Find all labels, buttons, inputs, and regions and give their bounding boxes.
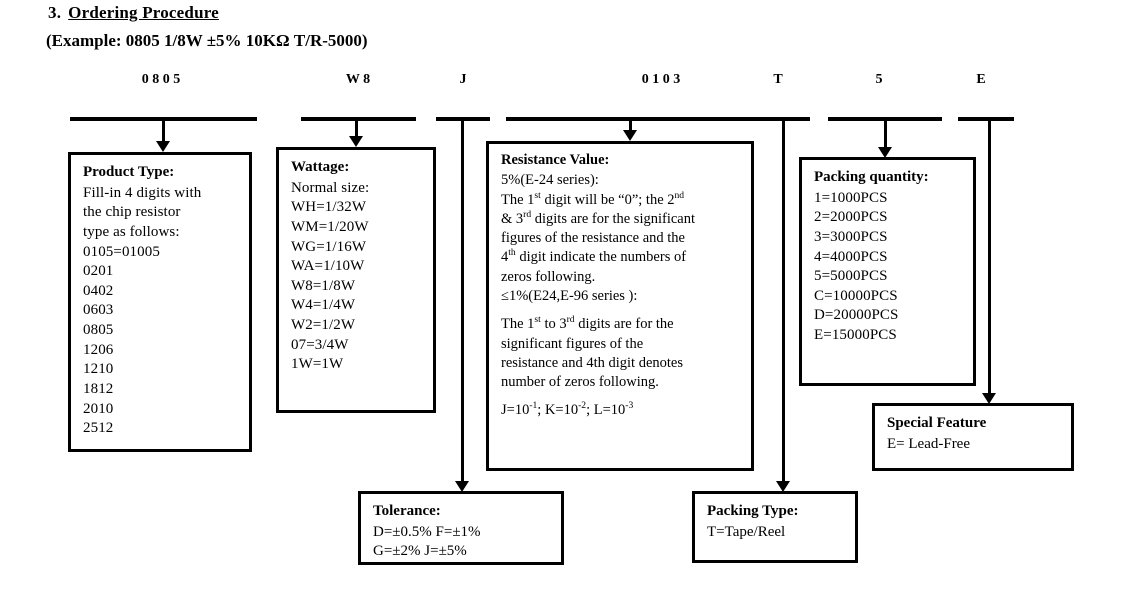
code-group-wattage: W 8 <box>345 72 371 87</box>
wattage-line: Normal size: <box>291 179 370 196</box>
resistance-line: zeros following. <box>501 268 596 285</box>
code-group-product-type: 0 8 0 5 <box>141 72 181 87</box>
product-type-line: 1206 <box>83 341 114 358</box>
box-resistance-header: Resistance Value: <box>501 152 610 168</box>
box-tolerance-header: Tolerance: <box>373 503 441 519</box>
box-product-type-header: Product Type: <box>83 164 175 180</box>
box-wattage-header: Wattage: <box>291 159 350 175</box>
product-type-line: 0603 <box>83 302 114 319</box>
box-packing-type-header: Packing Type: <box>707 503 799 519</box>
product-type-line: 0201 <box>83 263 114 280</box>
resistance-line: significant figures of the <box>501 335 644 352</box>
box-tolerance: Tolerance: D=±0.5% F=±1% G=±2% J=±5% <box>358 491 564 565</box>
tolerance-line: D=±0.5% F=±1% <box>373 523 481 540</box>
product-type-line: 2512 <box>83 420 114 437</box>
wattage-line: WH=1/32W <box>291 199 367 216</box>
packing-quantity-line: 5=5000PCS <box>814 268 888 285</box>
connector-packing-type <box>782 119 785 485</box>
arrowhead-resistance <box>623 130 637 141</box>
connector-tolerance <box>461 119 464 485</box>
connector-product-type <box>162 119 165 143</box>
resistance-multipliers: J=10-1; K=10-2; L=10-3 <box>501 400 634 419</box>
connector-wattage <box>355 119 358 138</box>
resistance-line: The 1st to 3rd digits are for the <box>501 314 674 333</box>
code-group-packing-quantity: 5 <box>875 72 883 87</box>
packing-quantity-line: 2=2000PCS <box>814 209 888 226</box>
wattage-line: WG=1/16W <box>291 238 367 255</box>
product-type-line: 1210 <box>83 361 114 378</box>
arrowhead-tolerance <box>455 481 469 492</box>
packing-type-line: T=Tape/Reel <box>707 523 786 540</box>
resistance-line: The 1st digit will be “0”; the 2nd <box>501 189 685 208</box>
resistance-line: number of zeros following. <box>501 374 659 391</box>
packing-quantity-line: 1=1000PCS <box>814 189 888 206</box>
code-group-special-feature: E <box>976 72 986 87</box>
wattage-line: WA=1/10W <box>291 258 365 275</box>
resistance-line: & 3rd digits are for the significant <box>501 209 696 227</box>
code-group-resistance: 0 1 0 3 <box>641 72 681 87</box>
connector-resistance <box>629 119 632 133</box>
section-heading: 3. Ordering Procedure <box>48 3 219 23</box>
resistance-line: figures of the resistance and the <box>501 230 685 247</box>
resistance-series-1pct: ≤1%(E24,E-96 series ): <box>501 287 638 304</box>
packing-quantity-line: 3=3000PCS <box>814 228 888 245</box>
packing-quantity-line: C=10000PCS <box>814 287 898 304</box>
product-type-line: the chip resistor <box>83 204 181 221</box>
wattage-line: W2=1/2W <box>291 317 356 334</box>
product-type-line: 1812 <box>83 381 114 398</box>
resistance-line: 4th digit indicate the numbers of <box>501 247 687 266</box>
product-type-line: 0805 <box>83 322 114 339</box>
bar-packing-type <box>752 117 810 121</box>
box-wattage: Wattage: Normal size: WH=1/32W WM=1/20W … <box>276 147 436 413</box>
code-group-tolerance: J <box>459 72 467 87</box>
arrowhead-product-type <box>156 141 170 152</box>
arrowhead-special-feature <box>982 393 996 404</box>
box-packing-quantity: Packing quantity: 1=1000PCS 2=2000PCS 3=… <box>799 157 976 386</box>
packing-quantity-line: D=20000PCS <box>814 307 899 324</box>
box-special-feature: Special Feature E= Lead-Free <box>872 403 1074 471</box>
wattage-line: W8=1/8W <box>291 277 356 294</box>
product-type-line: 0402 <box>83 282 114 299</box>
box-packing-type: Packing Type: T=Tape/Reel <box>692 491 858 563</box>
resistance-line: resistance and 4th digit denotes <box>501 354 684 371</box>
wattage-line: 07=3/4W <box>291 336 349 353</box>
box-resistance-value: Resistance Value: 5%(E-24 series): The 1… <box>486 141 754 471</box>
section-title-text: Ordering Procedure <box>68 3 219 22</box>
arrowhead-wattage <box>349 136 363 147</box>
special-feature-line: E= Lead-Free <box>887 435 970 452</box>
bar-special-feature <box>958 117 1014 121</box>
packing-quantity-line: E=15000PCS <box>814 327 897 344</box>
product-type-line: 0105=01005 <box>83 243 160 260</box>
arrowhead-packing-type <box>776 481 790 492</box>
wattage-line: W4=1/4W <box>291 297 356 314</box>
box-special-feature-header: Special Feature <box>887 415 987 431</box>
connector-packing-quantity <box>884 119 887 149</box>
box-product-type: Product Type: Fill-in 4 digits with the … <box>68 152 252 452</box>
tolerance-line: G=±2% J=±5% <box>373 543 467 560</box>
box-packing-quantity-header: Packing quantity: <box>814 169 929 185</box>
resistance-series-5pct: 5%(E-24 series): <box>501 172 599 189</box>
example-part-number: (Example: 0805 1/8W ±5% 10KΩ T/R-5000) <box>46 31 368 50</box>
arrowhead-packing-quantity <box>878 147 892 158</box>
product-type-line: Fill-in 4 digits with <box>83 184 202 201</box>
wattage-line: 1W=1W <box>291 356 344 373</box>
product-type-line: type as follows: <box>83 223 180 240</box>
wattage-line: WM=1/20W <box>291 218 369 235</box>
code-group-packing-type: T <box>773 72 783 87</box>
bar-wattage <box>301 117 416 121</box>
connector-special-feature <box>988 119 991 395</box>
product-type-line: 2010 <box>83 400 114 417</box>
section-number: 3. <box>48 3 62 22</box>
packing-quantity-line: 4=4000PCS <box>814 248 888 265</box>
